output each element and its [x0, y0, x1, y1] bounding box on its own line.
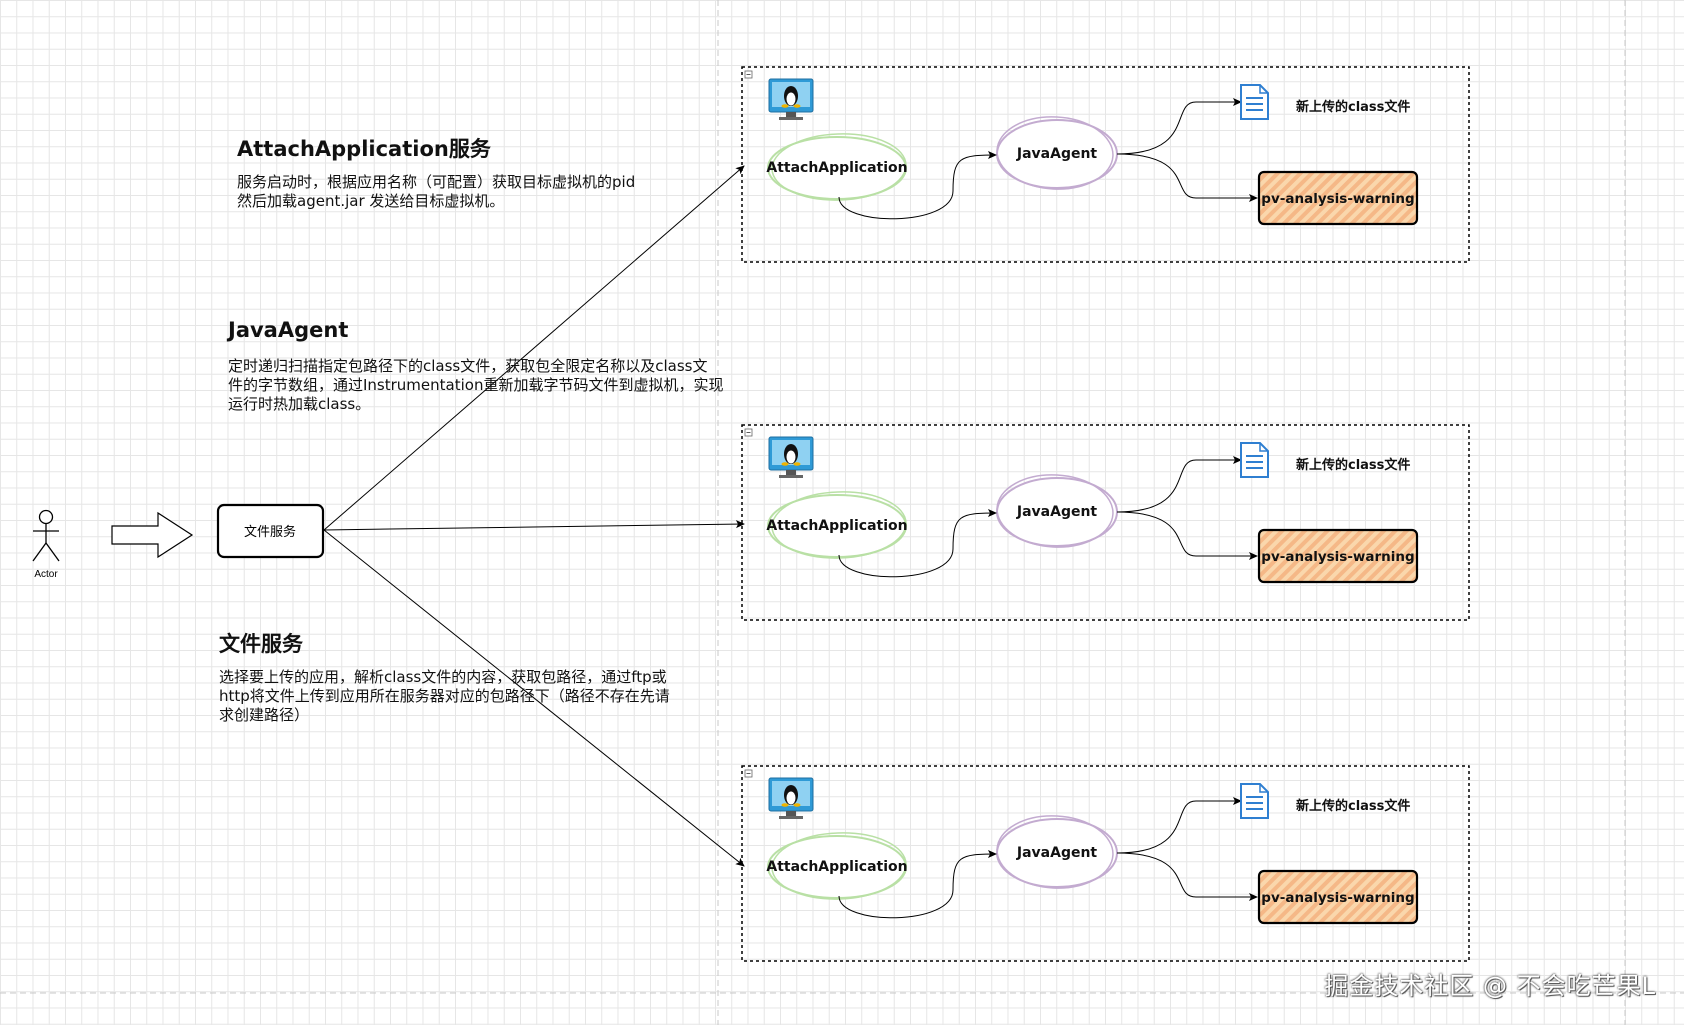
server-container-border — [741, 765, 1470, 962]
watermark: 掘金技术社区 @ 不会吃芒果L — [1324, 972, 1656, 1000]
server-container-border — [741, 66, 1470, 263]
actor[interactable]: Actor — [32, 509, 60, 581]
application-label: pv-analysis-warning — [1261, 191, 1414, 207]
attach-application-label: AttachApplication — [766, 518, 907, 534]
attach-section-title: AttachApplication服务 — [237, 137, 491, 161]
server-container[interactable]: AttachApplication JavaAgent 新上传的class文件 pv-… — [741, 765, 1470, 962]
uploaded-class-file-label: 新上传的class文件 — [1296, 798, 1410, 814]
application-node[interactable]: pv-analysis-warning — [1257, 869, 1419, 925]
connector-agent-to-file — [1116, 98, 1242, 155]
attach-application-node[interactable]: AttachApplication — [766, 132, 908, 203]
java-agent-label: JavaAgent — [1016, 845, 1098, 861]
document-icon — [1240, 442, 1269, 478]
java-agent-label: JavaAgent — [1016, 504, 1098, 520]
server-container[interactable]: AttachApplication JavaAgent 新上传的class文件 pv-… — [741, 66, 1470, 263]
attach-section-body: 服务启动时，根据应用名称（可配置）获取目标虚拟机的pid 然后加载agent.j… — [237, 173, 636, 210]
connector-agent-to-file — [1116, 797, 1242, 854]
connector-agent-to-app — [1116, 153, 1258, 202]
file-service-node[interactable]: 文件服务 — [216, 503, 325, 559]
connector-agent-to-file — [1116, 456, 1242, 513]
file-service-label: 文件服务 — [244, 524, 296, 540]
connector-agent-to-app — [1116, 852, 1258, 901]
linux-monitor-icon — [768, 777, 814, 819]
connector-agent-to-app — [1116, 511, 1258, 560]
connector-to-server-2 — [323, 520, 745, 531]
connector-attach-to-agent — [838, 850, 997, 919]
java-agent-node[interactable]: JavaAgent — [995, 472, 1118, 550]
block-arrow-icon — [111, 511, 194, 559]
java-agent-label: JavaAgent — [1016, 146, 1098, 162]
file-service-section-body: 选择要上传的应用，解析class文件的内容，获取包路径，通过ftp或 http将… — [219, 668, 670, 724]
agent-section-title: JavaAgent — [228, 318, 349, 342]
attach-application-node[interactable]: AttachApplication — [766, 831, 908, 902]
attach-application-label: AttachApplication — [766, 859, 907, 875]
collapse-icon[interactable] — [744, 769, 753, 778]
agent-section-body: 定时递归扫描指定包路径下的class文件，获取包全限定名称以及class文 件的… — [228, 357, 724, 413]
connector-attach-to-agent — [838, 151, 997, 220]
java-agent-node[interactable]: JavaAgent — [995, 114, 1118, 192]
application-node[interactable]: pv-analysis-warning — [1257, 528, 1419, 584]
java-agent-node[interactable]: JavaAgent — [995, 813, 1118, 891]
stick-figure-icon — [32, 509, 60, 562]
connector-to-server-3 — [323, 529, 745, 867]
connector-to-server-1 — [323, 165, 745, 531]
server-container[interactable]: AttachApplication JavaAgent 新上传的class文件 pv-… — [741, 424, 1470, 621]
linux-monitor-icon — [768, 436, 814, 478]
file-service-section-title: 文件服务 — [219, 632, 303, 656]
attach-application-label: AttachApplication — [766, 160, 907, 176]
uploaded-class-file-label: 新上传的class文件 — [1296, 99, 1410, 115]
application-label: pv-analysis-warning — [1261, 549, 1414, 565]
server-container-border — [741, 424, 1470, 621]
linux-monitor-icon — [768, 78, 814, 120]
application-node[interactable]: pv-analysis-warning — [1257, 170, 1419, 226]
document-icon — [1240, 783, 1269, 819]
connector-attach-to-agent — [838, 509, 997, 578]
collapse-icon[interactable] — [744, 70, 753, 79]
document-icon — [1240, 84, 1269, 120]
application-label: pv-analysis-warning — [1261, 890, 1414, 906]
attach-application-node[interactable]: AttachApplication — [766, 490, 908, 561]
collapse-icon[interactable] — [744, 428, 753, 437]
actor-label: Actor — [34, 569, 58, 580]
uploaded-class-file-label: 新上传的class文件 — [1296, 457, 1410, 473]
